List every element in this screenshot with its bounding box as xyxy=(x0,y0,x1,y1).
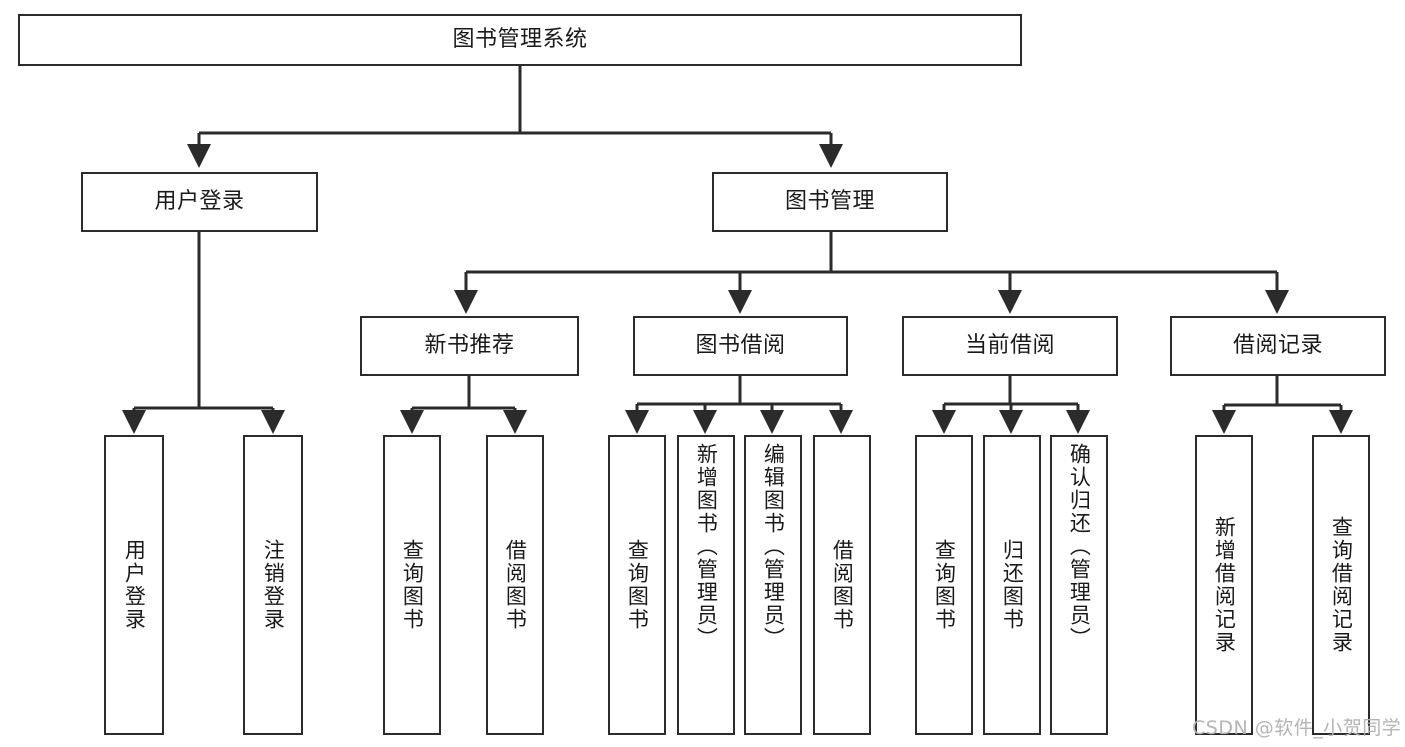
node-new-book-recommendation[interactable]: 新书推荐 xyxy=(360,316,579,376)
leaf-return-book[interactable]: 归还图书 xyxy=(983,435,1041,735)
node-label: 用户登录 xyxy=(122,539,147,631)
leaf-user-login[interactable]: 用户登录 xyxy=(104,435,164,735)
node-user-login[interactable]: 用户登录 xyxy=(81,172,318,232)
node-label: 当前借阅 xyxy=(964,332,1055,358)
node-book-borrowing[interactable]: 图书借阅 xyxy=(633,316,848,376)
leaf-borrow-book-new-rec[interactable]: 借阅图书 xyxy=(486,435,544,735)
node-label: 注销登录 xyxy=(261,539,286,631)
leaf-confirm-return-admin[interactable]: 确认归还（管理员） xyxy=(1050,435,1108,735)
leaf-query-borrow-record[interactable]: 查询借阅记录 xyxy=(1312,435,1370,735)
node-label: 借阅图书 xyxy=(503,539,528,631)
node-label: 图书管理系统 xyxy=(452,26,588,52)
leaf-add-book-admin[interactable]: 新增图书（管理员） xyxy=(677,435,735,735)
node-label: 归还图书 xyxy=(1000,539,1025,631)
node-label: 编辑图书（管理员） xyxy=(761,443,786,650)
node-label: 用户登录 xyxy=(154,188,245,214)
csdn-watermark: CSDN @软件_小贺同学 xyxy=(1192,717,1402,739)
node-label: 查询图书 xyxy=(932,539,957,631)
node-label: 查询借阅记录 xyxy=(1329,516,1354,654)
node-label: 借阅图书 xyxy=(830,539,855,631)
node-label: 查询图书 xyxy=(625,539,650,631)
leaf-edit-book-admin[interactable]: 编辑图书（管理员） xyxy=(744,435,802,735)
node-root-book-management-system[interactable]: 图书管理系统 xyxy=(18,14,1022,66)
node-label: 图书借阅 xyxy=(695,332,786,358)
node-label: 图书管理 xyxy=(784,188,875,214)
leaf-borrow-book-borrow[interactable]: 借阅图书 xyxy=(813,435,871,735)
node-borrowing-record[interactable]: 借阅记录 xyxy=(1170,316,1386,376)
node-current-borrowing[interactable]: 当前借阅 xyxy=(902,316,1118,376)
leaf-query-book-borrow[interactable]: 查询图书 xyxy=(608,435,666,735)
node-label: 新增图书（管理员） xyxy=(694,443,719,650)
leaf-query-book-new-rec[interactable]: 查询图书 xyxy=(383,435,441,735)
node-label: 确认归还（管理员） xyxy=(1067,443,1092,650)
leaf-add-borrow-record[interactable]: 新增借阅记录 xyxy=(1195,435,1253,735)
leaf-logout-login[interactable]: 注销登录 xyxy=(243,435,303,735)
node-label: 借阅记录 xyxy=(1232,332,1323,358)
node-book-management[interactable]: 图书管理 xyxy=(712,172,948,232)
leaf-query-book-current[interactable]: 查询图书 xyxy=(915,435,973,735)
node-label: 新书推荐 xyxy=(424,332,515,358)
node-label: 查询图书 xyxy=(400,539,425,631)
node-label: 新增借阅记录 xyxy=(1212,516,1237,654)
